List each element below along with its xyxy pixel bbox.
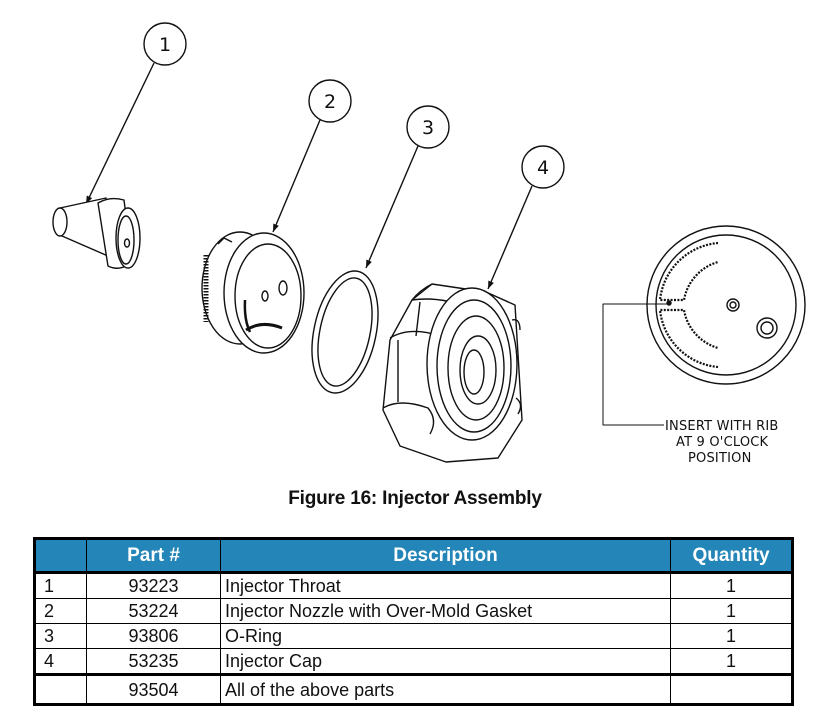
injector-throat-part: [52, 197, 141, 269]
part-quantity: 1: [670, 572, 793, 599]
part-number: 93806: [86, 623, 221, 649]
part-quantity: 1: [670, 623, 793, 649]
kit-part-number: 93504: [86, 674, 221, 705]
callout-4-label: 4: [537, 157, 549, 179]
part-number: 53224: [86, 598, 221, 624]
callout-1-label: 1: [159, 34, 171, 56]
note-line-1: INSERT WITH RIB: [665, 419, 779, 434]
item-number: 3: [34, 623, 87, 649]
nozzle-detail-view: [602, 225, 806, 426]
callout-1-leader-arrow: [85, 62, 155, 205]
note-line-3: POSITION: [688, 451, 752, 466]
part-quantity: 1: [670, 648, 793, 675]
part-description: Injector Cap: [220, 648, 671, 675]
table-row: 1 93223 Injector Throat 1: [34, 572, 793, 599]
parts-table: Part # Description Quantity 1 93223 Inje…: [33, 537, 794, 706]
table-row: 2 53224 Injector Nozzle with Over-Mold G…: [34, 598, 793, 624]
item-number: 2: [34, 598, 87, 624]
exploded-assembly-drawing: 1 2: [52, 22, 806, 466]
callout-4: 4: [487, 145, 565, 290]
table-header-row: Part # Description Quantity: [34, 538, 793, 573]
part-description: Injector Throat: [220, 572, 671, 599]
header-part-number: Part #: [86, 538, 221, 573]
part-number: 93223: [86, 572, 221, 599]
callout-2: 2: [272, 79, 352, 233]
callout-3-leader-arrow: [365, 145, 419, 269]
note-leader-line: [602, 303, 667, 426]
callout-3-label: 3: [422, 117, 434, 139]
part-description: O-Ring: [220, 623, 671, 649]
note-line-2: AT 9 O'CLOCK: [676, 435, 769, 450]
kit-total-row: 93504 All of the above parts: [34, 674, 793, 705]
callout-2-label: 2: [324, 91, 336, 113]
rib-marker: [666, 300, 672, 306]
table-row: 3 93806 O-Ring 1: [34, 623, 793, 649]
part-description: Injector Nozzle with Over-Mold Gasket: [220, 598, 671, 624]
item-number: 1: [34, 572, 87, 599]
header-quantity: Quantity: [670, 538, 793, 573]
figure-caption: Figure 16: Injector Assembly: [288, 488, 542, 509]
kit-description: All of the above parts: [220, 674, 671, 705]
item-number: [34, 674, 87, 705]
kit-quantity: [670, 674, 793, 705]
callout-2-leader-arrow: [272, 119, 321, 233]
o-ring-part: [311, 270, 379, 394]
assembly-note: INSERT WITH RIB AT 9 O'CLOCK POSITION: [665, 419, 779, 466]
table-row: 4 53235 Injector Cap 1: [34, 648, 793, 675]
header-description: Description: [220, 538, 671, 573]
header-item: [34, 538, 87, 573]
part-quantity: 1: [670, 598, 793, 624]
callout-1: 1: [85, 22, 187, 205]
callout-3: 3: [365, 105, 450, 269]
callout-4-leader-arrow: [487, 185, 533, 290]
injector-cap-part: [382, 283, 523, 463]
injector-nozzle-part: [201, 231, 305, 354]
part-number: 53235: [86, 648, 221, 675]
item-number: 4: [34, 648, 87, 675]
